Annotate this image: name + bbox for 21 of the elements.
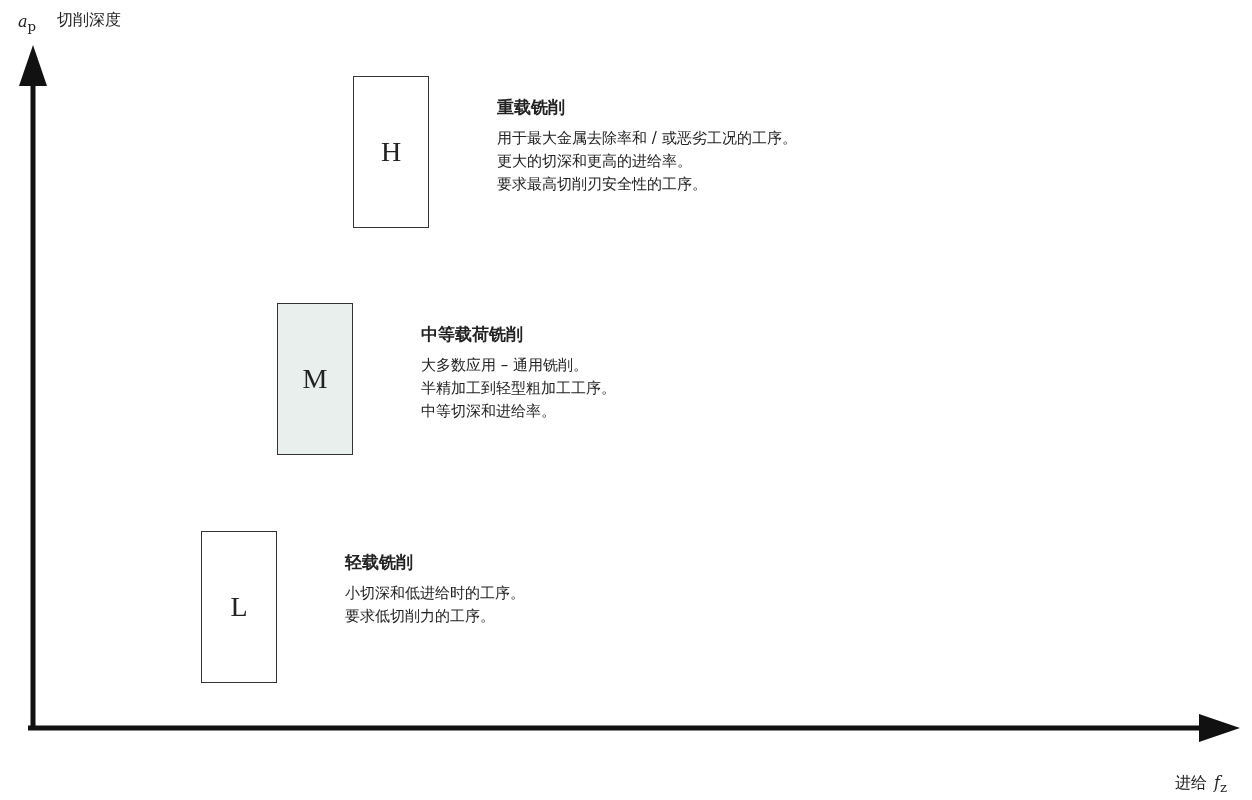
heading: 中等载荷铣削 (421, 323, 523, 346)
heading: 轻载铣削 (345, 551, 413, 574)
level-letter: L (230, 591, 248, 623)
level-box (201, 531, 277, 683)
description-line: 小切深和低进给时的工序。 (345, 584, 525, 603)
description-line: 要求最高切削刃安全性的工序。 (497, 175, 707, 194)
description-line: 用于最大金属去除率和 / 或恶劣工况的工序。 (497, 129, 797, 148)
axis-symbol: a$_{p}$ (18, 12, 37, 35)
level-letter: M (302, 363, 328, 395)
description-line: 要求低切削力的工序。 (345, 607, 495, 626)
level-letter: H (380, 136, 402, 168)
description-line: 半精加工到轻型粗加工工序。 (421, 379, 616, 398)
level-box (353, 76, 429, 228)
description-line: 大多数应用 – 通用铣削。 (421, 356, 589, 375)
heading: 重载铣削 (497, 96, 565, 119)
level-box (277, 303, 353, 455)
description-line: 中等切深和进给率。 (421, 402, 556, 421)
axis-symbol: f$_{z}$ (1214, 773, 1227, 796)
axis-title: 切削深度 (57, 10, 121, 31)
axis-title: 进给 (1175, 773, 1207, 794)
description-line: 更大的切深和更高的进给率。 (497, 152, 692, 171)
